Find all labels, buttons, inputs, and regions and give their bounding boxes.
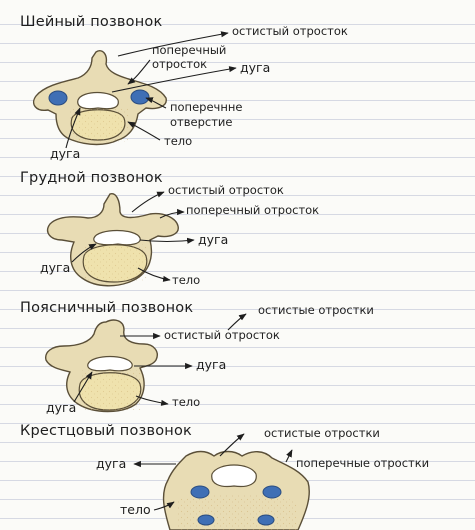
label-spinous-process: остистый отросток — [164, 328, 280, 342]
label-arch: дуга — [196, 357, 227, 372]
label-arch-left: дуга — [40, 260, 71, 275]
label-arch: дуга — [96, 456, 127, 471]
cervical-foramen-right — [130, 89, 150, 105]
sacral-foramen-right — [262, 485, 282, 499]
thoracic-arch-right-arrow — [139, 237, 195, 244]
label-spinous-process: остистый отросток — [232, 24, 348, 38]
thoracic-transverse-arrow — [159, 208, 185, 219]
section-title-cervical: Шейный позвонок — [20, 14, 163, 30]
section-title-lumbar: Поясничный позвонок — [20, 300, 194, 316]
lumbar-body-arrow — [135, 395, 169, 406]
label-transverse-line1: поперечный — [152, 43, 227, 57]
sacral-spinous-plural-arrow — [219, 433, 245, 457]
cervical-foramen-left — [48, 90, 68, 106]
cervical-arch-left-arrow — [65, 107, 81, 149]
label-arch: дуга — [240, 60, 271, 75]
cervical-foramen-arrow — [145, 97, 167, 109]
section-title-sacral: Крестцовый позвонок — [20, 423, 192, 439]
thoracic-body-arrow — [137, 267, 171, 282]
lumbar-vertebra-drawing — [45, 319, 158, 413]
sacral-body-texture — [176, 494, 296, 530]
leader-lines — [65, 31, 293, 511]
cervical-spinous-arrow — [117, 31, 229, 57]
sacral-body-arrow — [153, 501, 175, 511]
label-body: тело — [164, 134, 193, 148]
lumbar-arch-left-arrow — [73, 371, 93, 403]
label-transverse-processes: поперечные отростки — [296, 456, 430, 470]
label-spinous-process: остистый отросток — [168, 183, 284, 197]
thoracic-arch-left-arrow — [71, 243, 97, 263]
lumbar-arch-ring — [87, 355, 133, 372]
sacral-foramen-lower-right — [257, 514, 275, 526]
label-arch: дуга — [198, 232, 229, 247]
cervical-transverse-arrow — [127, 59, 151, 85]
thoracic-arch-ring — [93, 229, 141, 246]
label-body: тело — [120, 502, 151, 517]
lumbar-spinous-plural-arrow — [227, 313, 247, 331]
label-arch-left: дуга — [46, 400, 77, 415]
label-transverse-foramen-line1: поперечнне — [170, 100, 243, 114]
label-transverse-foramen-line2: отверстие — [170, 115, 233, 129]
thoracic-vertebra-drawing — [46, 193, 179, 287]
sacral-foramen-lower-left — [197, 514, 215, 526]
label-spinous-processes: остистые отростки — [258, 303, 374, 317]
thoracic-spinous-arrow — [131, 191, 165, 213]
cervical-arch-ring — [77, 91, 119, 110]
cervical-body-texture — [70, 108, 128, 142]
label-transverse-process: поперечный отросток — [186, 203, 320, 217]
label-body: тело — [172, 273, 201, 287]
sacral-transverse-arrow — [285, 449, 293, 463]
sacral-vertebra-drawing — [162, 450, 310, 530]
sacral-canal — [211, 464, 257, 488]
label-transverse-line2: отросток — [152, 57, 208, 71]
sacral-foramen-left — [190, 485, 210, 499]
label-spinous-processes: остистые отростки — [264, 426, 380, 440]
label-body: тело — [172, 395, 201, 409]
section-title-thoracic: Грудной позвонок — [20, 170, 163, 186]
label-arch-left: дуга — [50, 146, 81, 161]
thoracic-body-texture — [84, 244, 148, 282]
cervical-body-arrow — [127, 121, 161, 141]
cervical-vertebra-drawing — [32, 50, 167, 146]
cervical-arch-right-arrow — [111, 66, 237, 93]
